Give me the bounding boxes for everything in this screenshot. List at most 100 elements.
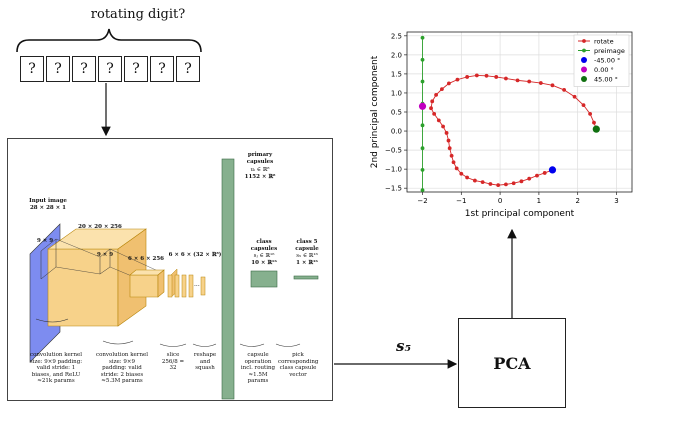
legend-swatch-marker: [581, 66, 587, 73]
data-point-preimage: [420, 188, 425, 192]
x-axis-label: 1st principal component: [465, 209, 575, 219]
y-tick-label: 1.0: [391, 89, 402, 97]
legend-swatch-marker: [582, 48, 586, 53]
primary-capsules-block: [221, 158, 235, 400]
class5-count: 1 × ℝ¹⁶: [296, 260, 318, 266]
class-title: class capsules: [250, 239, 278, 252]
legend-swatch-marker: [581, 57, 587, 63]
data-point-rotate: [592, 120, 596, 125]
data-point-rotate: [441, 124, 445, 129]
digit-box: ?: [124, 56, 148, 82]
data-point-rotate: [472, 178, 477, 183]
y-tick-label: 2.0: [391, 51, 402, 59]
brace-icon: [16, 28, 202, 53]
data-point-rotate: [436, 118, 441, 123]
x-tick-label: −1: [456, 197, 466, 205]
class-var: sⱼ ∈ ℝ¹⁶: [253, 253, 275, 259]
chart-marks: [418, 35, 600, 192]
s5-label: s₅: [396, 337, 412, 355]
data-point-rotate: [474, 73, 479, 78]
slice-size: 6 × 6 × (32 × ℝ⁸): [168, 252, 222, 258]
data-point-preimage: [420, 146, 425, 151]
data-point-rotate: [444, 131, 449, 135]
primary-title: primary capsules: [246, 152, 274, 165]
data-point-rotate: [581, 103, 586, 108]
data-point-rotate: [432, 112, 437, 116]
y-tick-label: 0.5: [391, 109, 402, 117]
data-point-preimage: [420, 35, 425, 40]
annotation-pick: pick corresponding class capsule vector: [278, 352, 319, 378]
data-point-rotate: [465, 75, 470, 79]
data-point-rotate: [430, 99, 435, 104]
data-point-rotate: [488, 182, 493, 186]
annotation-conv1: convolution kernel size: 9×9 padding: va…: [29, 352, 83, 384]
data-point-rotate: [515, 78, 520, 83]
kernel1-label: 9 × 9: [36, 238, 54, 244]
data-point-preimage: [420, 168, 425, 172]
data-point-rotate: [440, 87, 444, 92]
legend-swatch-marker: [582, 39, 586, 43]
data-point-rotate: [511, 181, 516, 186]
data-point-rotate: [588, 112, 593, 116]
class-count: 10 × ℝ¹⁶: [251, 260, 277, 266]
data-point-rotate: [519, 179, 524, 184]
annotation-reshape: reshape and squash: [193, 352, 217, 371]
y-tick-label: −0.5: [385, 147, 402, 155]
x-tick-label: 1: [537, 197, 541, 205]
pca-box: PCA: [458, 318, 566, 408]
primary-var: uᵢ ∈ ℝ⁸: [250, 167, 270, 173]
svg-text:···: ···: [194, 283, 200, 290]
y-tick-label: −1.0: [385, 166, 402, 174]
data-point-rotate: [429, 106, 433, 111]
legend-label: preimage: [594, 47, 625, 55]
data-point-rotate: [504, 76, 508, 81]
y-tick-label: 0.0: [391, 128, 402, 136]
class5-capsule-block: [293, 275, 319, 280]
data-point-rotate: [572, 94, 577, 99]
conv2-size: 6 × 6 × 256: [127, 256, 164, 262]
legend-label: 45.00 °: [594, 76, 618, 84]
x-tick-label: 2: [575, 197, 579, 205]
digit-box: ?: [150, 56, 174, 82]
legend-label: rotate: [594, 38, 614, 46]
data-point-rotate: [446, 81, 451, 86]
data-point-rotate: [542, 171, 547, 175]
data-point-rotate: [447, 146, 452, 151]
input-size: 28 × 28 × 1: [29, 205, 66, 211]
data-point-rotate: [494, 75, 499, 79]
y-axis-label: 2nd principal component: [370, 55, 380, 168]
y-tick-label: 2.5: [391, 32, 402, 40]
data-point-rotate: [434, 92, 438, 97]
data-point-preimage: [420, 57, 425, 62]
data-point-rotate: [455, 77, 460, 82]
data-point-rotate: [538, 81, 543, 85]
class5-title: class 5 capsule: [295, 239, 319, 252]
data-point-rotate: [496, 183, 501, 188]
highlight-point: [418, 102, 427, 110]
data-point-rotate: [562, 88, 567, 92]
data-point-rotate: [480, 180, 485, 184]
x-tick-label: 0: [498, 197, 502, 205]
digit-box: ?: [98, 56, 122, 82]
digit-box: ?: [20, 56, 44, 82]
digit-box: ?: [176, 56, 200, 82]
digit-box: ?: [46, 56, 70, 82]
conv2-block: [129, 274, 159, 298]
data-point-rotate: [465, 175, 470, 180]
data-point-preimage: [420, 79, 425, 84]
data-point-rotate: [484, 73, 489, 78]
data-point-rotate: [550, 83, 555, 88]
data-point-rotate: [449, 153, 454, 158]
data-point-rotate: [451, 160, 456, 165]
capsule-network: ··· Input image 28 × 28 × 1 20 × 20 × 25…: [7, 138, 333, 401]
conv1-size: 20 × 20 × 256: [78, 224, 122, 230]
data-point-rotate: [535, 173, 539, 178]
x-tick-label: −2: [417, 197, 427, 205]
data-point-rotate: [454, 166, 459, 171]
primary-count: 1152 × ℝ⁸: [244, 174, 276, 180]
network-drawing: ···: [29, 158, 319, 400]
data-point-preimage: [420, 123, 425, 128]
